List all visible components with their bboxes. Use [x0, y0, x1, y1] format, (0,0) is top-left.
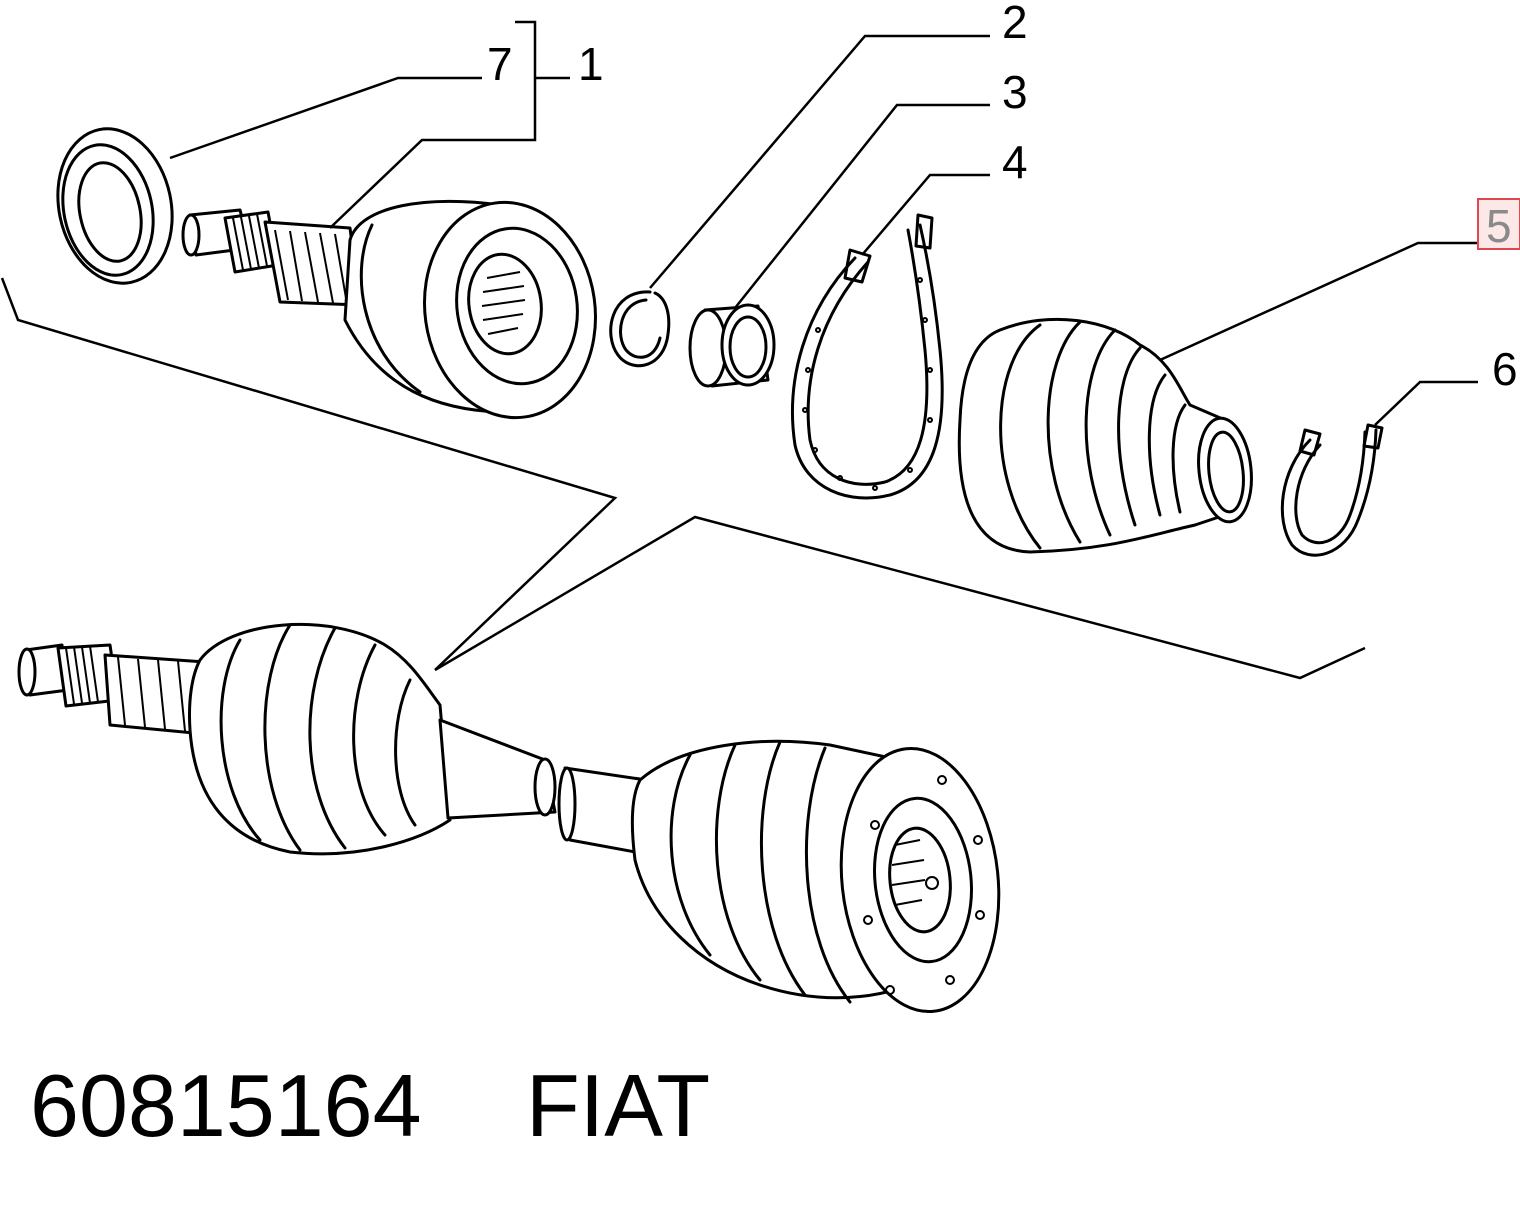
assembly-bracket — [0, 277, 1366, 680]
callout-2: 2 — [1002, 0, 1028, 48]
part-cv-joint[interactable] — [181, 191, 609, 429]
part-seal-ring[interactable] — [44, 118, 186, 294]
callout-6: 6 — [1492, 343, 1518, 395]
part-snap-ring[interactable] — [609, 290, 671, 368]
callout-3: 3 — [1002, 66, 1028, 118]
callout-1: 1 — [578, 38, 604, 90]
caption: 60815164 FIAT — [30, 1062, 710, 1150]
part-cv-boot[interactable] — [957, 317, 1256, 554]
part-large-clamp[interactable] — [791, 213, 944, 500]
part-spacer-bushing[interactable] — [688, 303, 776, 388]
callout-4: 4 — [1002, 136, 1028, 188]
callout-labels: 7 1 2 3 4 5 6 — [487, 0, 1520, 395]
callout-5-highlight — [1477, 198, 1520, 250]
part-small-clamp[interactable] — [1280, 423, 1384, 557]
part-number: 60815164 — [30, 1056, 422, 1155]
callout-5: 5 — [1486, 200, 1512, 252]
drive-shaft-assembly[interactable] — [17, 623, 1011, 1019]
brand-name: FIAT — [525, 1056, 711, 1155]
callout-7: 7 — [487, 38, 513, 90]
leaders — [169, 20, 1478, 426]
